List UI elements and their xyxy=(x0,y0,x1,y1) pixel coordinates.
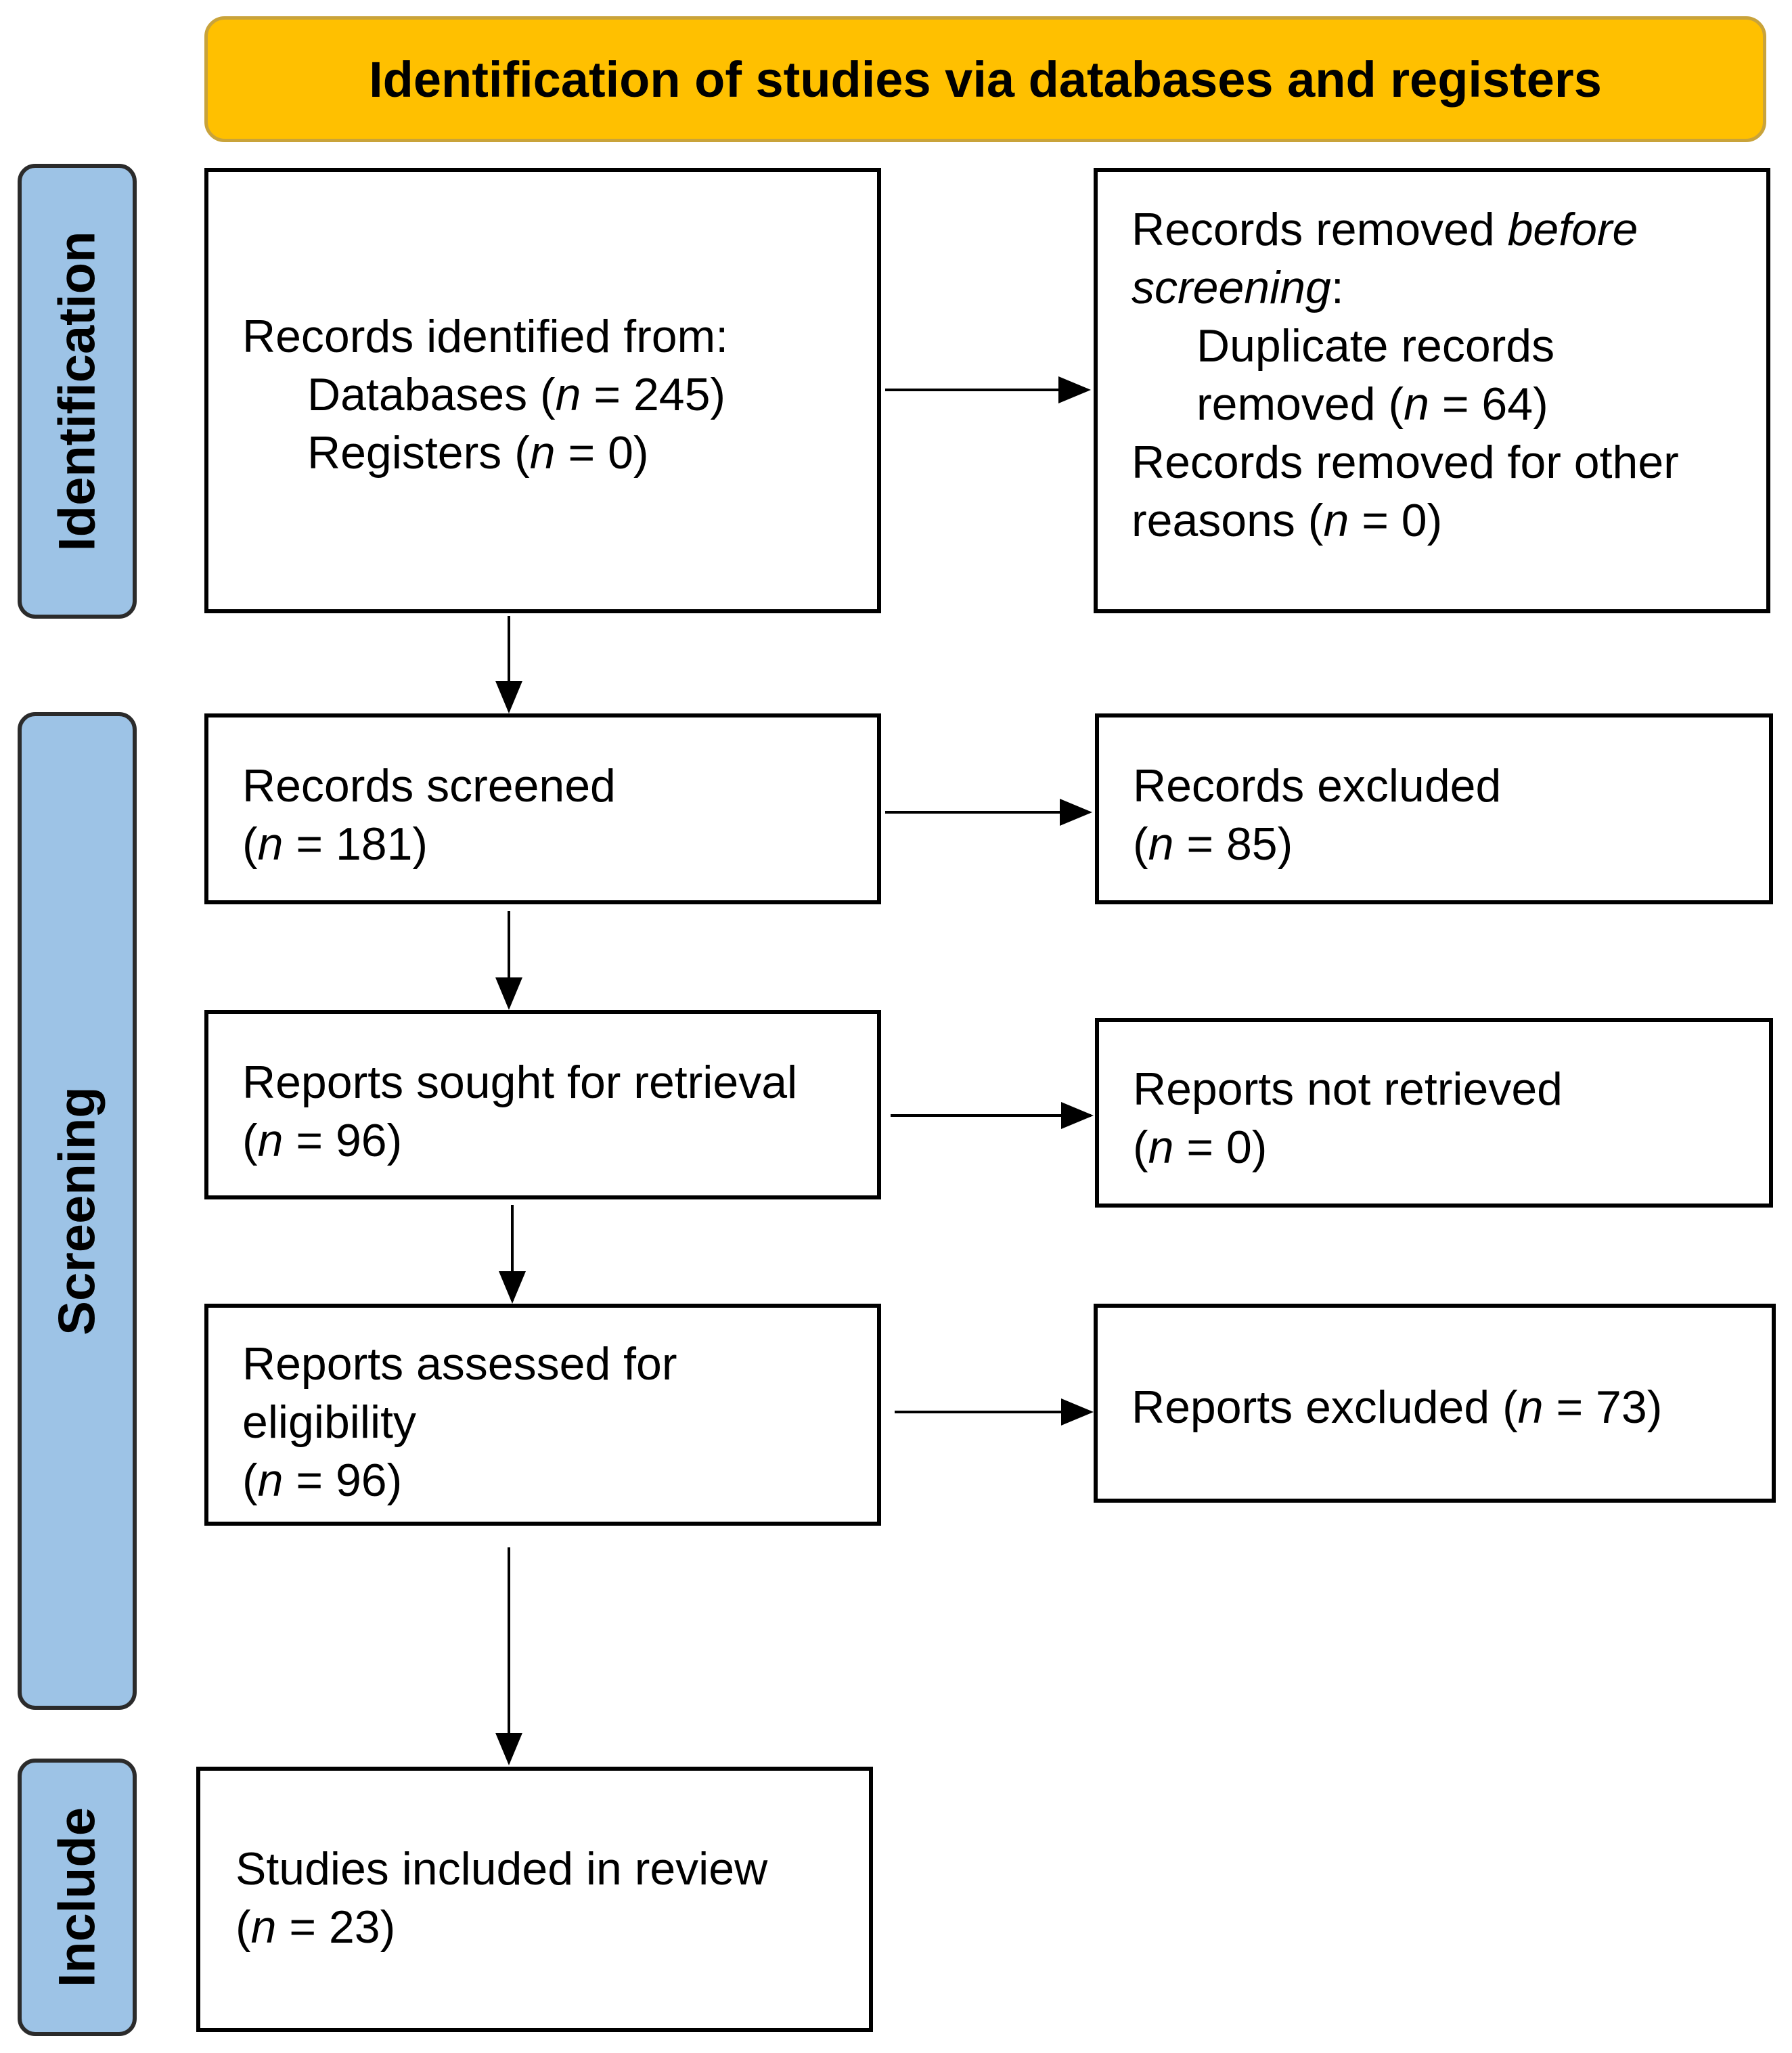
phase-screening: Screening xyxy=(18,712,137,1710)
reports-excluded-text: Reports excluded (n = 73) xyxy=(1132,1382,1663,1433)
records-removed-duplicates: Duplicate records removed (n = 64) xyxy=(1196,320,1555,430)
phase-include: Include xyxy=(18,1759,137,2036)
box-studies-included: Studies included in review (n = 23) xyxy=(196,1767,873,2032)
header-banner: Identification of studies via databases … xyxy=(204,16,1766,142)
box-records-identified: Records identified from: Databases (n = … xyxy=(204,168,881,613)
box-reports-not-retrieved: Reports not retrieved (n = 0) xyxy=(1095,1018,1773,1208)
records-excluded-text: Records excluded (n = 85) xyxy=(1133,760,1502,870)
records-removed-heading: Records removed before screening: xyxy=(1132,204,1638,313)
phase-identification: Identification xyxy=(18,164,137,619)
box-reports-sought: Reports sought for retrieval (n = 96) xyxy=(204,1010,881,1199)
records-removed-text: Records removed before screening: Duplic… xyxy=(1132,200,1741,550)
records-identified-databases: Databases (n = 245) xyxy=(307,369,726,420)
reports-assessed-text: Reports assessed for eligibility (n = 96… xyxy=(242,1338,677,1506)
records-identified-heading: Records identified from: xyxy=(242,311,729,362)
studies-included-text: Studies included in review (n = 23) xyxy=(236,1843,768,1953)
box-records-excluded: Records excluded (n = 85) xyxy=(1095,713,1773,904)
records-identified-registers: Registers (n = 0) xyxy=(307,427,649,479)
box-reports-excluded: Reports excluded (n = 73) xyxy=(1094,1304,1776,1503)
box-records-screened: Records screened (n = 181) xyxy=(204,713,881,904)
records-identified-text: Records identified from: Databases (n = … xyxy=(242,307,728,482)
reports-sought-text: Reports sought for retrieval (n = 96) xyxy=(242,1057,798,1166)
records-removed-other: Records removed for other reasons (n = 0… xyxy=(1132,437,1679,546)
box-records-removed: Records removed before screening: Duplic… xyxy=(1094,168,1770,613)
reports-not-retrieved-text: Reports not retrieved (n = 0) xyxy=(1133,1063,1563,1173)
records-screened-text: Records screened (n = 181) xyxy=(242,760,616,870)
box-reports-assessed: Reports assessed for eligibility (n = 96… xyxy=(204,1304,881,1526)
header-title: Identification of studies via databases … xyxy=(369,51,1602,108)
